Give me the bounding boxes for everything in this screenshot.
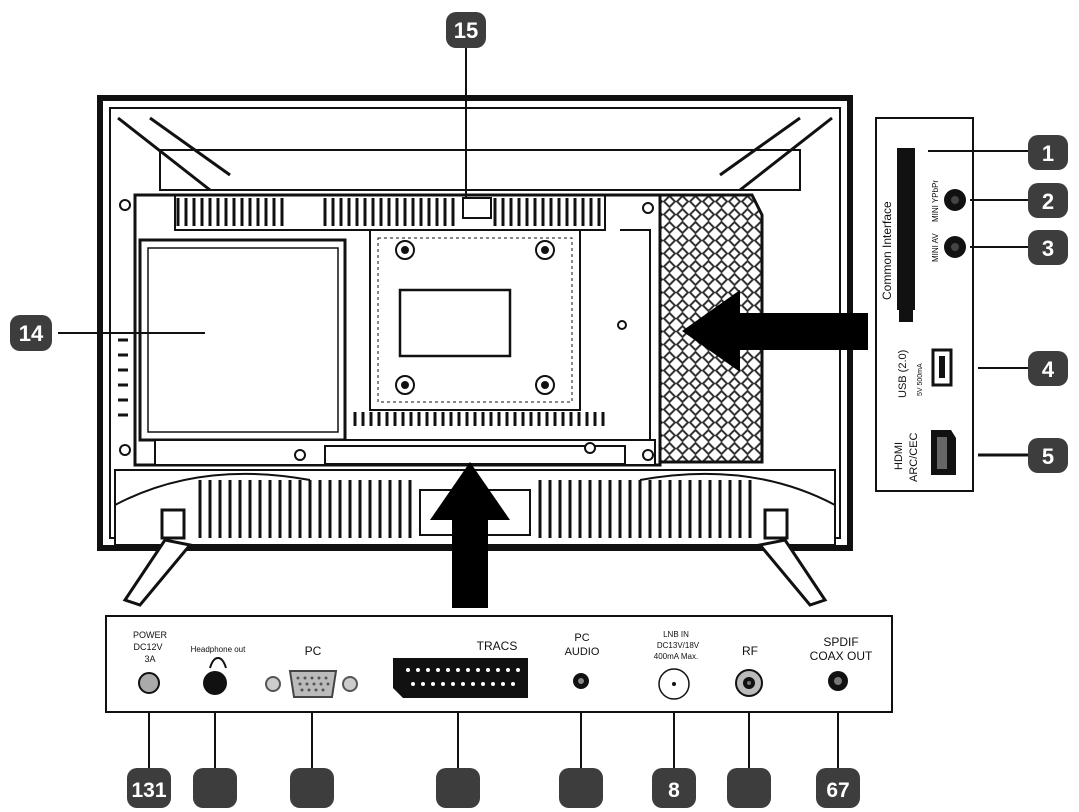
scart-port <box>393 658 528 698</box>
power-current-label: 3A <box>144 654 155 664</box>
hdmi-arc-label: ARC/CEC <box>908 432 920 482</box>
common-interface-slot <box>897 148 915 310</box>
side-connector-panel: Common Interface MINI YPbPr MINI AV USB … <box>875 117 974 492</box>
callout-badge-left: 14 <box>10 315 52 351</box>
callout-badge-3: 3 <box>1028 230 1068 265</box>
headphone-jack <box>203 671 227 695</box>
power-label: POWER <box>133 630 168 640</box>
callout-badge-top: 15 <box>446 12 486 48</box>
callout-badges-right: 1 2 3 4 5 <box>1028 135 1068 473</box>
tracs-label: TRACS <box>477 639 518 653</box>
callout-badge-5: 5 <box>1028 438 1068 473</box>
pc-audio-label-line2: AUDIO <box>565 646 600 658</box>
callout-badges-bottom: 131 8 67 <box>127 768 860 808</box>
vesa-screws <box>395 240 555 395</box>
bottom-leader-lines <box>148 712 839 768</box>
callout-badge-blank-2 <box>290 768 334 808</box>
callout-badge-1: 1 <box>1028 135 1068 170</box>
svg-text:3: 3 <box>1042 236 1054 261</box>
pc-label: PC <box>305 644 322 658</box>
usb-rating-label: 5V 500mA <box>917 363 924 396</box>
headphone-icon <box>209 656 227 669</box>
svg-text:4: 4 <box>1042 357 1055 382</box>
callout-badge-4: 4 <box>1028 351 1068 386</box>
pc-audio-label: PC <box>574 632 589 644</box>
callout-badge-67: 67 <box>816 768 860 808</box>
svg-text:1: 1 <box>1042 141 1054 166</box>
svg-text:8: 8 <box>668 779 680 802</box>
svg-text:131: 131 <box>131 779 166 802</box>
right-stand-foot <box>757 508 828 607</box>
power-jack <box>138 672 160 694</box>
svg-text:67: 67 <box>826 779 849 802</box>
callout-badge-blank-5 <box>727 768 771 808</box>
svg-text:5: 5 <box>1042 444 1054 469</box>
svg-text:15: 15 <box>454 18 478 43</box>
rf-label: RF <box>742 644 758 658</box>
svg-text:14: 14 <box>19 321 44 346</box>
spdif-label: SPDIF <box>823 635 858 649</box>
mini-ypbpr-label: MINI YPbPr <box>931 180 940 222</box>
headphone-label: Headphone out <box>191 645 246 654</box>
callout-badge-131: 131 <box>127 768 171 808</box>
lnb-current-label: 400mA Max. <box>654 652 698 661</box>
callout-badge-blank-4 <box>559 768 603 808</box>
power-voltage-label: DC12V <box>133 642 162 652</box>
common-interface-label: Common Interface <box>880 201 894 300</box>
side-leader-lines <box>928 150 1028 457</box>
arrow-right-panel-icon <box>682 290 868 372</box>
mini-av-label: MINI AV <box>931 233 940 262</box>
svg-text:2: 2 <box>1042 189 1054 214</box>
left-stand-foot <box>122 508 193 607</box>
hdmi-label: HDMI <box>893 442 905 470</box>
callout-badge-blank-1 <box>193 768 237 808</box>
bottom-connector-panel: POWER DC12V 3A Headphone out PC TRACS PC… <box>105 615 893 713</box>
callout-badge-blank-3 <box>436 768 480 808</box>
callout-badge-8: 8 <box>652 768 696 808</box>
callout-badge-2: 2 <box>1028 183 1068 218</box>
lnb-label: LNB IN <box>663 630 689 639</box>
usb-label: USB (2.0) <box>897 350 909 398</box>
top-vent-slots <box>176 198 601 226</box>
lnb-voltage-label: DC13V/18V <box>657 641 700 650</box>
arrow-bottom-panel-icon <box>430 462 510 608</box>
spdif-coax-label: COAX OUT <box>810 649 873 663</box>
base-vent-stripes <box>198 480 752 538</box>
